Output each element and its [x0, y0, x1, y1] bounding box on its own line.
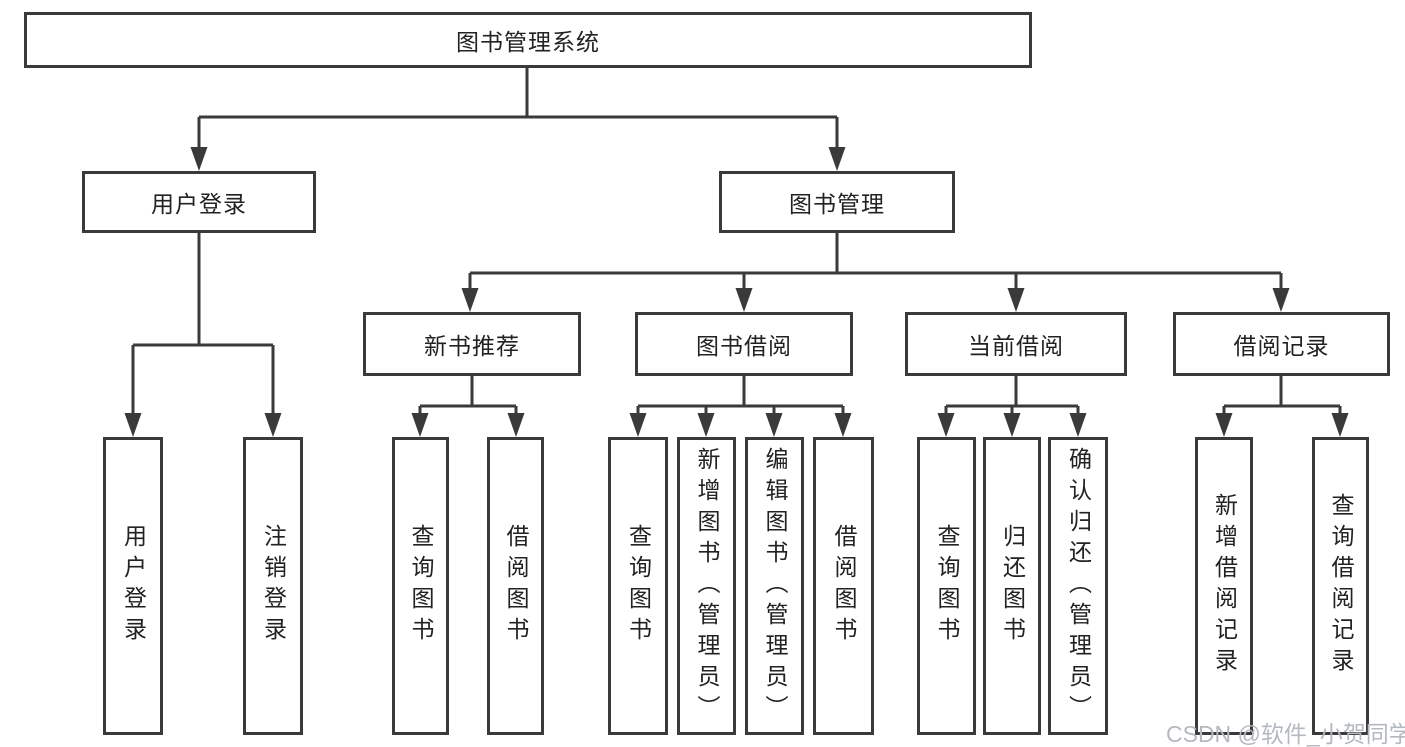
- node-book-borrowing: 图书借阅: [635, 312, 853, 376]
- leaf-cb-confirm-return-admin-label: 确认归还（管理员）: [1065, 446, 1092, 726]
- leaf-br-add-borrow-record: 新增借阅记录: [1195, 437, 1253, 735]
- node-borrowing-records: 借阅记录: [1173, 312, 1390, 376]
- leaf-nb-borrow-books-label: 借阅图书: [503, 524, 529, 648]
- leaf-bb-query-books-label: 查询图书: [625, 524, 652, 648]
- node-current-borrowing-label: 当前借阅: [968, 333, 1064, 359]
- leaf-user-login: 用户登录: [103, 437, 163, 735]
- leaf-cb-return-books-label: 归还图书: [999, 524, 1026, 648]
- leaf-cb-confirm-return-admin: 确认归还（管理员）: [1048, 437, 1108, 735]
- leaf-br-query-borrow-record-label: 查询借阅记录: [1328, 493, 1354, 679]
- leaf-cb-query-books-label: 查询图书: [934, 524, 960, 648]
- leaf-bb-query-books: 查询图书: [608, 437, 668, 735]
- leaf-bb-edit-books-admin: 编辑图书（管理员）: [745, 437, 804, 735]
- leaf-nb-query-books: 查询图书: [392, 437, 449, 735]
- leaf-bb-add-books-admin: 新增图书（管理员）: [677, 437, 736, 735]
- leaf-logout-label: 注销登录: [260, 524, 287, 648]
- leaf-br-add-borrow-record-label: 新增借阅记录: [1211, 493, 1238, 679]
- node-new-book-recommendation-label: 新书推荐: [424, 333, 520, 359]
- node-root-label: 图书管理系统: [456, 29, 600, 55]
- node-book-borrowing-label: 图书借阅: [696, 333, 792, 359]
- leaf-cb-query-books: 查询图书: [917, 437, 976, 735]
- node-user-login: 用户登录: [82, 171, 316, 233]
- leaf-nb-query-books-label: 查询图书: [408, 524, 434, 648]
- node-new-book-recommendation: 新书推荐: [363, 312, 581, 376]
- leaf-logout: 注销登录: [243, 437, 303, 735]
- leaf-bb-add-books-admin-label: 新增图书（管理员）: [694, 446, 720, 726]
- node-book-management-label: 图书管理: [789, 191, 885, 217]
- node-current-borrowing: 当前借阅: [905, 312, 1127, 376]
- leaf-br-query-borrow-record: 查询借阅记录: [1312, 437, 1369, 735]
- leaf-bb-borrow-books-label: 借阅图书: [831, 524, 857, 648]
- watermark: CSDN @软件_小贺同学: [1166, 721, 1405, 747]
- node-user-login-label: 用户登录: [151, 191, 247, 217]
- leaf-bb-borrow-books: 借阅图书: [813, 437, 874, 735]
- leaf-bb-edit-books-admin-label: 编辑图书（管理员）: [762, 446, 788, 726]
- node-book-management: 图书管理: [719, 171, 955, 233]
- leaf-user-login-label: 用户登录: [120, 524, 147, 648]
- leaf-nb-borrow-books: 借阅图书: [487, 437, 544, 735]
- node-borrowing-records-label: 借阅记录: [1233, 333, 1330, 359]
- leaf-cb-return-books: 归还图书: [983, 437, 1041, 735]
- node-root: 图书管理系统: [24, 12, 1032, 68]
